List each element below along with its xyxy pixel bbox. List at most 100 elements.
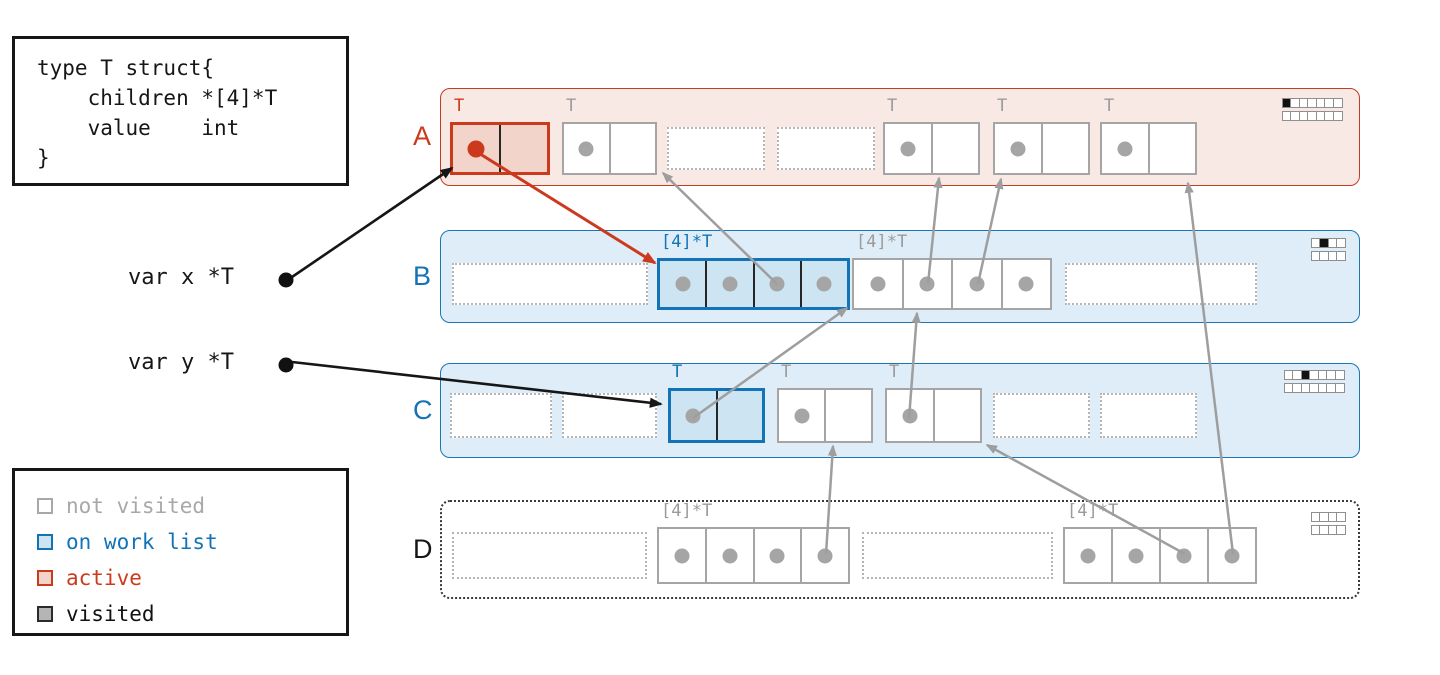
pointer-dot xyxy=(817,548,833,563)
bitmap-cell xyxy=(1336,512,1346,522)
bitmap-row xyxy=(1283,370,1345,380)
pointer-dot xyxy=(902,408,918,423)
object-cell xyxy=(824,390,871,441)
object-cell xyxy=(671,391,716,440)
object-cell xyxy=(885,124,931,173)
empty-slot xyxy=(450,393,552,438)
object-cell xyxy=(499,125,547,172)
object-cell xyxy=(1102,124,1148,173)
legend-swatch-worklist xyxy=(37,534,53,550)
empty-slot xyxy=(562,393,657,438)
pointer-dot xyxy=(969,276,985,292)
bitmap-cell xyxy=(1336,238,1346,248)
bitmap-row xyxy=(1281,98,1343,108)
object-cell xyxy=(564,124,609,173)
empty-slot xyxy=(993,393,1090,438)
pointer-dot xyxy=(674,548,690,563)
bitmap-cell xyxy=(1334,383,1345,393)
span-letter-B: B xyxy=(413,260,432,291)
object-cell xyxy=(779,390,824,441)
pointer-dot xyxy=(870,276,886,292)
var-y-label: var y *T xyxy=(128,350,234,375)
object-cell xyxy=(453,125,499,172)
heap-object-C5 xyxy=(885,388,982,443)
pointer-dot xyxy=(1176,548,1192,563)
empty-slot xyxy=(452,532,647,579)
pointer-dot xyxy=(816,276,832,292)
pointer-dot xyxy=(685,408,701,423)
mark-bitmap-C xyxy=(1283,370,1345,393)
pointer-dot xyxy=(722,276,738,292)
object-cell xyxy=(752,261,800,307)
bitmap-row xyxy=(1310,512,1346,522)
object-cell xyxy=(930,124,979,173)
span-letter-A: A xyxy=(413,121,432,151)
object-cell xyxy=(1111,529,1159,582)
object-cell xyxy=(1000,260,1051,308)
object-cell xyxy=(951,260,1001,308)
object-cell xyxy=(1147,124,1196,173)
pointer-dot xyxy=(467,140,485,157)
legend-item-visited: visited xyxy=(37,596,346,632)
var-y-pointer-dot xyxy=(278,357,294,373)
object-type-label: T xyxy=(566,96,577,116)
heap-object-A1 xyxy=(450,122,550,175)
heap-object-A7 xyxy=(1100,122,1197,175)
object-cell xyxy=(1207,529,1255,582)
object-type-label: T xyxy=(887,96,898,116)
pointer-dot xyxy=(1224,548,1240,563)
span-letter-C: C xyxy=(413,394,433,425)
object-cell xyxy=(1159,529,1207,582)
var-x-label: var x *T xyxy=(128,265,234,290)
object-type-label: [4]*T xyxy=(1067,501,1119,521)
legend-item-not-visited: not visited xyxy=(37,488,346,524)
object-cell xyxy=(608,124,656,173)
legend-label: not visited xyxy=(66,494,206,518)
object-type-label: T xyxy=(889,362,900,382)
bitmap-row xyxy=(1310,238,1346,248)
heap-object-D2 xyxy=(657,527,850,584)
object-type-label: [4]*T xyxy=(661,232,713,252)
object-cell xyxy=(901,260,952,308)
pointer-dot xyxy=(769,276,785,292)
empty-slot xyxy=(452,263,648,305)
empty-slot xyxy=(777,127,875,170)
legend-item-active: active xyxy=(37,560,346,596)
heap-object-D4 xyxy=(1063,527,1257,584)
mark-bitmap-D xyxy=(1310,512,1346,535)
object-cell xyxy=(995,124,1041,173)
legend-label: active xyxy=(66,566,142,590)
object-cell xyxy=(887,390,933,441)
heap-object-B3 xyxy=(852,258,1052,310)
pointer-dot xyxy=(1018,276,1034,292)
object-cell xyxy=(1065,529,1111,582)
legend-swatch-visited xyxy=(37,606,53,622)
bitmap-row xyxy=(1310,525,1346,535)
legend-swatch-active xyxy=(37,570,53,586)
object-type-label: T xyxy=(781,362,792,382)
mark-bitmap-A xyxy=(1281,98,1343,121)
object-cell xyxy=(659,529,705,582)
pointer-dot xyxy=(919,276,935,292)
struct-definition-code: type T struct{ children *[4]*T value int… xyxy=(37,56,278,170)
pointer-dot xyxy=(722,548,738,563)
heap-object-C3 xyxy=(668,388,765,443)
empty-slot xyxy=(1100,393,1197,438)
object-cell xyxy=(854,260,902,308)
heap-object-A5 xyxy=(883,122,980,175)
object-cell xyxy=(660,261,705,307)
object-type-label: T xyxy=(672,362,683,382)
pointer-dot xyxy=(1010,141,1026,156)
empty-slot xyxy=(667,127,765,170)
object-type-label: [4]*T xyxy=(661,501,713,521)
mark-bitmap-B xyxy=(1310,238,1346,261)
pointer-dot xyxy=(1117,141,1133,156)
object-cell xyxy=(932,390,981,441)
pointer-dot xyxy=(675,276,691,292)
object-cell xyxy=(799,261,847,307)
bitmap-cell xyxy=(1332,98,1343,108)
object-cell xyxy=(704,529,753,582)
empty-slot xyxy=(1065,263,1257,305)
